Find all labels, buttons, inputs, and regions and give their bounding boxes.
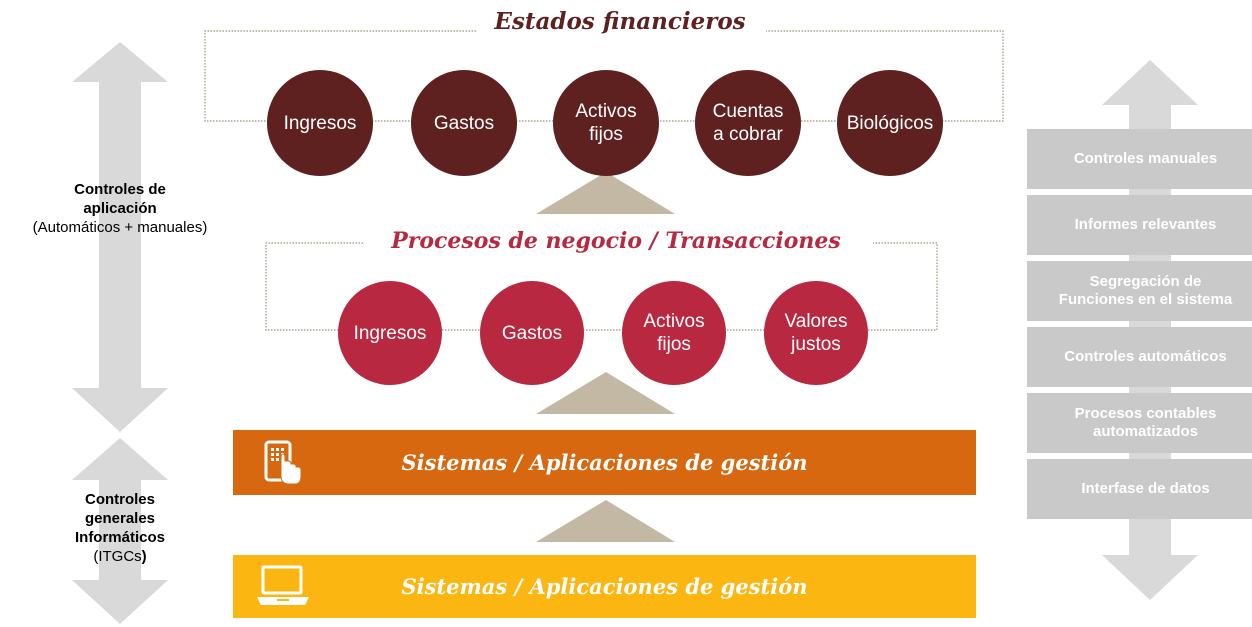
fs-circle-cuentas-cobrar: Cuentas a cobrar	[695, 70, 801, 176]
control-box-informes: Informes relevantes	[1027, 195, 1252, 255]
application-controls-title-1: Controles de	[74, 181, 166, 198]
control-box-manuales: Controles manuales	[1027, 129, 1252, 189]
control-box-segregacion: Segregación de Funciones en el sistema	[1027, 261, 1252, 321]
bp-circle-valores-justos: Valores justos	[764, 281, 868, 385]
systems-bar-lower: Sistemas / Aplicaciones de gestión	[233, 555, 976, 618]
up-triangle-1	[536, 172, 675, 214]
fs-circle-gastos: Gastos	[411, 70, 517, 176]
left-top-double-arrow	[72, 42, 168, 432]
systems-bar-upper-label: Sistemas / Aplicaciones de gestión	[401, 450, 808, 475]
up-triangle-2	[536, 372, 675, 414]
application-controls-subtitle: (Automáticos + manuales)	[32, 219, 208, 236]
up-triangle-3	[536, 500, 675, 542]
fs-circle-activos-fijos: Activos fijos	[553, 70, 659, 176]
control-box-procesos-contables: Procesos contables automatizados	[1027, 393, 1252, 453]
control-box-interfase: Interfase de datos	[1027, 459, 1252, 519]
business-processes-bracket	[265, 242, 938, 331]
left-bottom-double-arrow	[72, 438, 168, 624]
bp-circle-ingresos: Ingresos	[338, 281, 442, 385]
itgc-subtitle-paren: )	[141, 548, 147, 565]
control-box-automaticos: Controles automáticos	[1027, 327, 1252, 387]
business-processes-title: Procesos de negocio / Transacciones	[391, 228, 841, 254]
itgc-subtitle: (ITGCs	[93, 548, 142, 565]
itgc-title-1: Controles	[84, 491, 155, 508]
application-controls-title-2: aplicación	[83, 200, 157, 217]
financial-statements-title: Estados financieros	[494, 8, 746, 35]
systems-bar-upper: Sistemas / Aplicaciones de gestión	[233, 430, 976, 495]
bp-circle-gastos: Gastos	[480, 281, 584, 385]
fs-circle-biologicos: Biológicos	[837, 70, 943, 176]
application-controls-label: Controles de aplicación (Automáticos + m…	[0, 180, 240, 237]
itgc-title-2: generales	[84, 510, 156, 527]
tablet-touch-icon	[263, 440, 303, 491]
bp-circle-activos-fijos: Activos fijos	[622, 281, 726, 385]
itgc-title-3: Informáticos	[74, 529, 165, 546]
itgc-label: Controles generales Informáticos (ITGCs)	[30, 490, 210, 566]
laptop-icon	[255, 565, 311, 612]
systems-bar-lower-label: Sistemas / Aplicaciones de gestión	[401, 574, 808, 599]
fs-circle-ingresos: Ingresos	[267, 70, 373, 176]
